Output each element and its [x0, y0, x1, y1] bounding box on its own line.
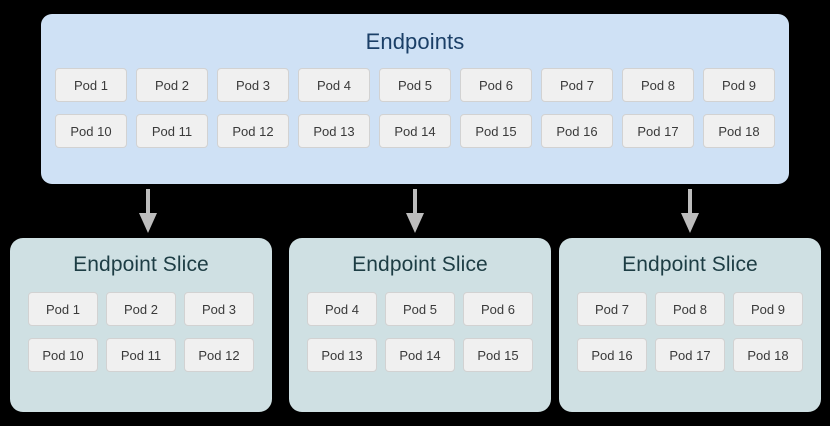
arrow-down-icon	[139, 189, 157, 233]
slice-pod-grid: Pod 1 Pod 2 Pod 3 Pod 10 Pod 11 Pod 12	[10, 292, 272, 372]
pod-chip[interactable]: Pod 7	[577, 292, 647, 326]
pod-chip[interactable]: Pod 13	[307, 338, 377, 372]
pod-chip[interactable]: Pod 2	[106, 292, 176, 326]
arrow-head	[139, 213, 157, 233]
pod-chip[interactable]: Pod 12	[184, 338, 254, 372]
pod-chip[interactable]: Pod 17	[655, 338, 725, 372]
pod-chip[interactable]: Pod 13	[298, 114, 370, 148]
endpoint-slice-title: Endpoint Slice	[622, 253, 758, 276]
slice-pod-row-1: Pod 1 Pod 2 Pod 3	[28, 292, 254, 326]
pod-chip[interactable]: Pod 18	[733, 338, 803, 372]
slice-pod-row-1: Pod 4 Pod 5 Pod 6	[307, 292, 533, 326]
endpoint-slice-title: Endpoint Slice	[352, 253, 488, 276]
pod-chip[interactable]: Pod 4	[307, 292, 377, 326]
pod-chip[interactable]: Pod 12	[217, 114, 289, 148]
pod-chip[interactable]: Pod 2	[136, 68, 208, 102]
pod-chip[interactable]: Pod 11	[136, 114, 208, 148]
pod-chip[interactable]: Pod 5	[385, 292, 455, 326]
pod-chip[interactable]: Pod 9	[703, 68, 775, 102]
arrow-shaft	[146, 189, 150, 215]
endpoints-title: Endpoints	[365, 29, 465, 54]
arrow-shaft	[688, 189, 692, 215]
slice-pod-row-2: Pod 13 Pod 14 Pod 15	[307, 338, 533, 372]
slice-pod-grid: Pod 4 Pod 5 Pod 6 Pod 13 Pod 14 Pod 15	[289, 292, 551, 372]
endpoint-slice-panel-2: Endpoint Slice Pod 4 Pod 5 Pod 6 Pod 13 …	[289, 238, 551, 412]
pod-chip[interactable]: Pod 16	[577, 338, 647, 372]
pod-chip[interactable]: Pod 8	[622, 68, 694, 102]
arrow-down-icon	[681, 189, 699, 233]
arrow-head	[406, 213, 424, 233]
pod-chip[interactable]: Pod 15	[463, 338, 533, 372]
pod-chip[interactable]: Pod 15	[460, 114, 532, 148]
endpoint-slice-title: Endpoint Slice	[73, 253, 209, 276]
pod-chip[interactable]: Pod 3	[184, 292, 254, 326]
pod-chip[interactable]: Pod 6	[460, 68, 532, 102]
pod-chip[interactable]: Pod 10	[28, 338, 98, 372]
endpoints-pod-grid: Pod 1 Pod 2 Pod 3 Pod 4 Pod 5 Pod 6 Pod …	[41, 68, 789, 148]
endpoints-pod-row-2: Pod 10 Pod 11 Pod 12 Pod 13 Pod 14 Pod 1…	[55, 114, 775, 148]
pod-chip[interactable]: Pod 9	[733, 292, 803, 326]
pod-chip[interactable]: Pod 5	[379, 68, 451, 102]
pod-chip[interactable]: Pod 14	[379, 114, 451, 148]
pod-chip[interactable]: Pod 8	[655, 292, 725, 326]
pod-chip[interactable]: Pod 14	[385, 338, 455, 372]
pod-chip[interactable]: Pod 3	[217, 68, 289, 102]
arrow-shaft	[413, 189, 417, 215]
pod-chip[interactable]: Pod 6	[463, 292, 533, 326]
endpoint-slice-panel-3: Endpoint Slice Pod 7 Pod 8 Pod 9 Pod 16 …	[559, 238, 821, 412]
pod-chip[interactable]: Pod 11	[106, 338, 176, 372]
slice-pod-row-1: Pod 7 Pod 8 Pod 9	[577, 292, 803, 326]
pod-chip[interactable]: Pod 4	[298, 68, 370, 102]
pod-chip[interactable]: Pod 18	[703, 114, 775, 148]
endpoint-slice-panel-1: Endpoint Slice Pod 1 Pod 2 Pod 3 Pod 10 …	[10, 238, 272, 412]
pod-chip[interactable]: Pod 10	[55, 114, 127, 148]
arrow-head	[681, 213, 699, 233]
slice-pod-grid: Pod 7 Pod 8 Pod 9 Pod 16 Pod 17 Pod 18	[559, 292, 821, 372]
pod-chip[interactable]: Pod 7	[541, 68, 613, 102]
arrow-down-icon	[406, 189, 424, 233]
pod-chip[interactable]: Pod 16	[541, 114, 613, 148]
slice-pod-row-2: Pod 16 Pod 17 Pod 18	[577, 338, 803, 372]
endpoints-panel: Endpoints Pod 1 Pod 2 Pod 3 Pod 4 Pod 5 …	[41, 14, 789, 184]
endpoints-pod-row-1: Pod 1 Pod 2 Pod 3 Pod 4 Pod 5 Pod 6 Pod …	[55, 68, 775, 102]
slice-pod-row-2: Pod 10 Pod 11 Pod 12	[28, 338, 254, 372]
pod-chip[interactable]: Pod 17	[622, 114, 694, 148]
pod-chip[interactable]: Pod 1	[28, 292, 98, 326]
pod-chip[interactable]: Pod 1	[55, 68, 127, 102]
